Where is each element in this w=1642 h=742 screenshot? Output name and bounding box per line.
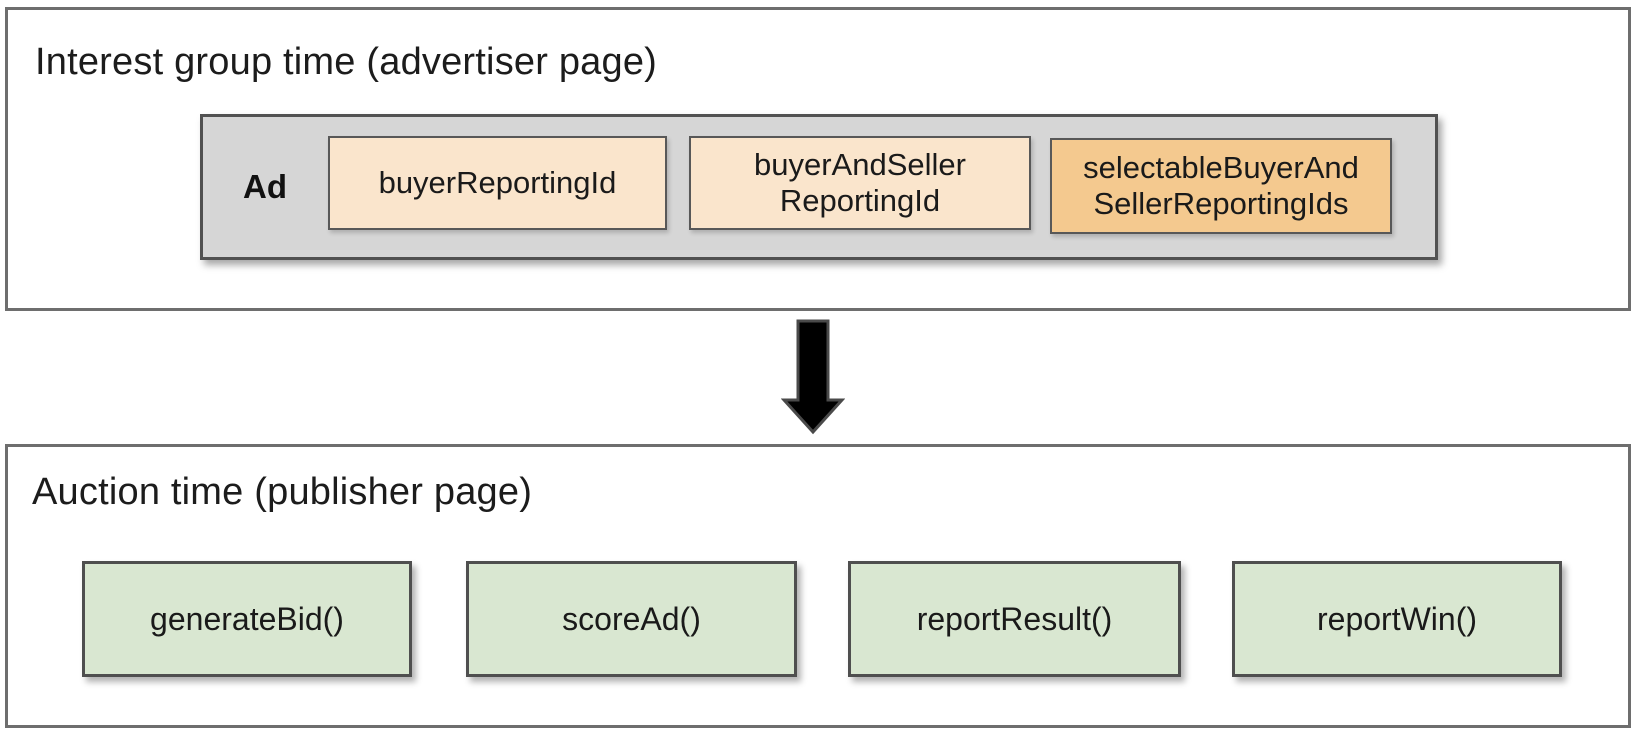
ad-container: Ad buyerReportingId buyerAndSeller Repor… — [200, 114, 1438, 260]
buyer-and-seller-reporting-id-label-line2: ReportingId — [779, 183, 941, 218]
ad-label: Ad — [243, 168, 287, 205]
selectable-buyer-and-seller-reporting-ids-box: selectableBuyerAnd SellerReportingIds — [1050, 138, 1392, 234]
report-result-label: reportResult() — [916, 600, 1113, 637]
down-arrow-icon — [781, 319, 845, 435]
selectable-buyer-and-seller-reporting-ids-label-line1: selectableBuyerAnd — [1083, 150, 1359, 185]
auction-section: Auction time (publisher page) generateBi… — [5, 444, 1631, 728]
generate-bid-box: generateBid() — [82, 561, 412, 677]
report-win-box: reportWin() — [1232, 561, 1562, 677]
buyer-reporting-id-box: buyerReportingId — [328, 136, 667, 230]
score-ad-label: scoreAd() — [562, 600, 701, 637]
interest-group-section: Interest group time (advertiser page) Ad… — [5, 7, 1631, 311]
buyer-and-seller-reporting-id-label-line1: buyerAndSeller — [754, 147, 966, 182]
report-result-box: reportResult() — [848, 561, 1181, 677]
buyer-reporting-id-label: buyerReportingId — [378, 165, 617, 200]
score-ad-box: scoreAd() — [466, 561, 797, 677]
selectable-buyer-and-seller-reporting-ids-label-line2: SellerReportingIds — [1093, 186, 1349, 221]
interest-group-title: Interest group time (advertiser page) — [35, 41, 658, 83]
buyer-and-seller-reporting-id-box: buyerAndSeller ReportingId — [689, 136, 1031, 230]
report-win-label: reportWin() — [1316, 600, 1477, 637]
generate-bid-label: generateBid() — [150, 600, 344, 637]
auction-title: Auction time (publisher page) — [32, 471, 533, 513]
